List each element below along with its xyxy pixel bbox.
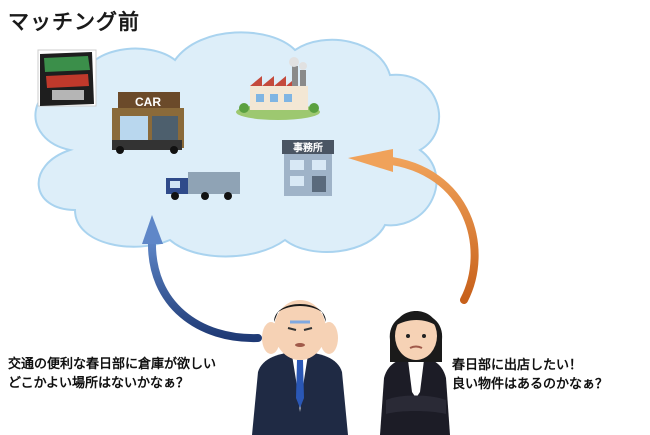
blue-arrow (142, 215, 262, 343)
businessman-icon (252, 300, 348, 435)
businessman-caption-line2: どこかよい場所はないかなぁ？ (8, 376, 189, 391)
car-sign-label: CAR (135, 95, 161, 109)
orange-arrow (348, 149, 479, 304)
truck-icon (166, 172, 240, 200)
businesswoman-icon (380, 311, 450, 435)
businesswoman-caption-line2: 良い物件はあるのかなぁ？ (452, 377, 609, 392)
cloud-shape (34, 31, 441, 258)
businessman-caption: 交通の便利な春日部に倉庫が欲しい どこかよい場所はないかなぁ？ (8, 355, 216, 393)
office-building-icon (282, 140, 334, 196)
car-shop-icon (112, 92, 184, 154)
office-sign-label: 事務所 (293, 141, 323, 154)
page-title: マッチング前 (8, 10, 140, 34)
factory-icon (236, 57, 320, 120)
logo-seal-icon (37, 49, 97, 107)
businesswoman-caption-line1: 春日部に出店したい！ (452, 358, 583, 373)
businesswoman-caption: 春日部に出店したい！ 良い物件はあるのかなぁ？ (452, 356, 608, 394)
businessman-caption-line1: 交通の便利な春日部に倉庫が欲しい (8, 357, 217, 372)
